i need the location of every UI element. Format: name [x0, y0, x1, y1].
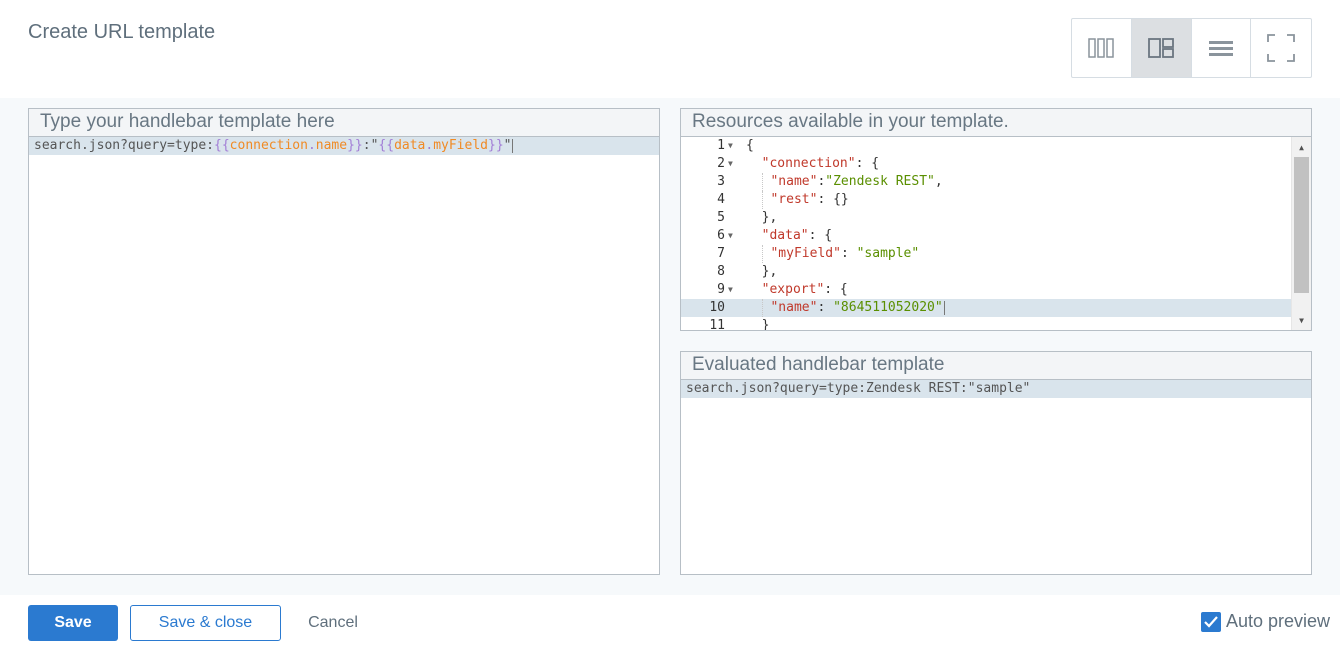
evaluated-panel-heading: Evaluated handlebar template — [681, 352, 1311, 380]
code-token: } — [761, 318, 770, 330]
line-gutter — [681, 137, 741, 330]
evaluated-panel: Evaluated handlebar template search.json… — [680, 351, 1312, 575]
hb-close-brace: }} — [347, 138, 363, 153]
fullscreen-icon — [1267, 34, 1296, 62]
code-line: 3 "name":"Zendesk REST", — [681, 173, 1291, 191]
hb-close-brace: }} — [488, 138, 504, 153]
checkmark-icon — [1204, 615, 1218, 628]
json-key: "rest" — [770, 192, 818, 207]
save-and-close-button[interactable]: Save & close — [130, 605, 281, 641]
evaluated-result: search.json?query=type:Zendesk REST:"sam… — [681, 380, 1311, 398]
json-string: "sample" — [856, 246, 920, 261]
layout-switcher — [1071, 18, 1312, 78]
code-line: 7 "myField": "sample" — [681, 245, 1291, 263]
hb-open-brace: {{ — [214, 138, 230, 153]
editor-area: Type your handlebar template here search… — [0, 98, 1340, 595]
hb-variable: connection — [229, 138, 308, 153]
hb-dot: . — [425, 138, 434, 153]
layout-rows-button[interactable] — [1192, 19, 1252, 77]
json-key: "name" — [770, 300, 818, 315]
layout-columns-button[interactable] — [1072, 19, 1132, 77]
code-token: : — [840, 246, 857, 261]
code-line-active: 10 "name": "864511052020" — [681, 299, 1291, 317]
code-line: 6▼ "data": { — [681, 227, 1291, 245]
fold-arrow-icon[interactable]: ▼ — [728, 285, 733, 294]
modal-footer: Save Save & close Cancel Auto preview — [0, 595, 1340, 669]
auto-preview-label: Auto preview — [1226, 611, 1331, 631]
fold-arrow-icon[interactable]: ▼ — [728, 231, 733, 240]
hb-dot: . — [307, 138, 316, 153]
line-number: 11 — [709, 318, 725, 330]
rows-icon — [1208, 41, 1233, 56]
fold-arrow-icon[interactable]: ▼ — [728, 159, 733, 168]
auto-preview-checkbox[interactable] — [1201, 611, 1221, 632]
code-token: : { — [824, 282, 848, 297]
line-number: 9 — [717, 282, 725, 297]
resources-code-viewer[interactable]: 1▼{ 2▼ "connection": { 3 "name":"Zendesk… — [681, 137, 1311, 330]
scrollbar-thumb[interactable] — [1294, 157, 1309, 293]
json-key: "connection" — [761, 156, 856, 171]
json-key: "data" — [761, 228, 809, 243]
template-panel-heading: Type your handlebar template here — [29, 109, 659, 137]
json-key: "name" — [770, 174, 818, 189]
hb-property: myField — [433, 138, 488, 153]
layout-split-button[interactable] — [1131, 19, 1192, 77]
json-string: "864511052020" — [833, 300, 943, 315]
vertical-scrollbar[interactable]: ▲ ▼ — [1291, 137, 1311, 330]
scroll-down-icon[interactable]: ▼ — [1299, 315, 1304, 325]
line-number: 2 — [717, 156, 725, 171]
json-key: "myField" — [770, 246, 841, 261]
scroll-up-icon[interactable]: ▲ — [1299, 142, 1304, 152]
line-number: 8 — [717, 264, 725, 279]
code-line: 8 }, — [681, 263, 1291, 281]
save-button[interactable]: Save — [28, 605, 118, 641]
code-lines: 1▼{ 2▼ "connection": { 3 "name":"Zendesk… — [681, 137, 1291, 330]
auto-preview-toggle[interactable]: Auto preview — [1201, 611, 1330, 632]
line-number: 4 — [717, 192, 725, 207]
text-cursor — [512, 138, 514, 153]
code-token: }, — [761, 210, 778, 225]
code-token: }, — [761, 264, 778, 279]
template-text-suffix: " — [503, 138, 512, 153]
fold-arrow-icon[interactable]: ▼ — [728, 141, 733, 150]
code-line: 1▼ { — [681, 137, 1291, 155]
modal-header: Create URL template — [0, 0, 1340, 98]
hb-variable: data — [394, 138, 426, 153]
line-number: 7 — [717, 246, 725, 261]
cancel-button[interactable]: Cancel — [296, 605, 370, 641]
split-layout-icon — [1148, 38, 1175, 58]
hb-open-brace: {{ — [378, 138, 395, 153]
resources-panel-heading: Resources available in your template. — [681, 109, 1311, 137]
template-editor-panel: Type your handlebar template here search… — [28, 108, 660, 575]
code-line: 11 } — [681, 317, 1291, 330]
resources-panel: Resources available in your template. 1▼… — [680, 108, 1312, 331]
json-string: "Zendesk REST" — [825, 174, 935, 189]
line-number: 3 — [717, 174, 725, 189]
code-token: { — [746, 138, 754, 153]
template-editor-input[interactable]: search.json?query=type:{{connection.name… — [29, 137, 659, 155]
code-line: 5 }, — [681, 209, 1291, 227]
template-text-mid: :" — [362, 138, 379, 153]
line-number: 1 — [717, 138, 725, 153]
line-number: 6 — [717, 228, 725, 243]
page-title: Create URL template — [28, 21, 216, 43]
template-text-prefix: search.json?query=type: — [34, 138, 215, 153]
columns-icon — [1088, 38, 1115, 58]
json-key: "export" — [761, 282, 825, 297]
code-token: , — [934, 174, 943, 189]
code-line: 4 "rest": {} — [681, 191, 1291, 209]
code-token: : {} — [817, 192, 849, 207]
code-token: : — [817, 174, 826, 189]
code-token: : { — [855, 156, 880, 171]
text-cursor — [943, 300, 945, 315]
line-number: 10 — [709, 300, 725, 315]
code-token: : — [817, 300, 834, 315]
hb-property: name — [315, 138, 348, 153]
code-line: 9▼ "export": { — [681, 281, 1291, 299]
fullscreen-button[interactable] — [1251, 19, 1311, 77]
line-number: 5 — [717, 210, 725, 225]
code-line: 2▼ "connection": { — [681, 155, 1291, 173]
code-token: : { — [808, 228, 833, 243]
